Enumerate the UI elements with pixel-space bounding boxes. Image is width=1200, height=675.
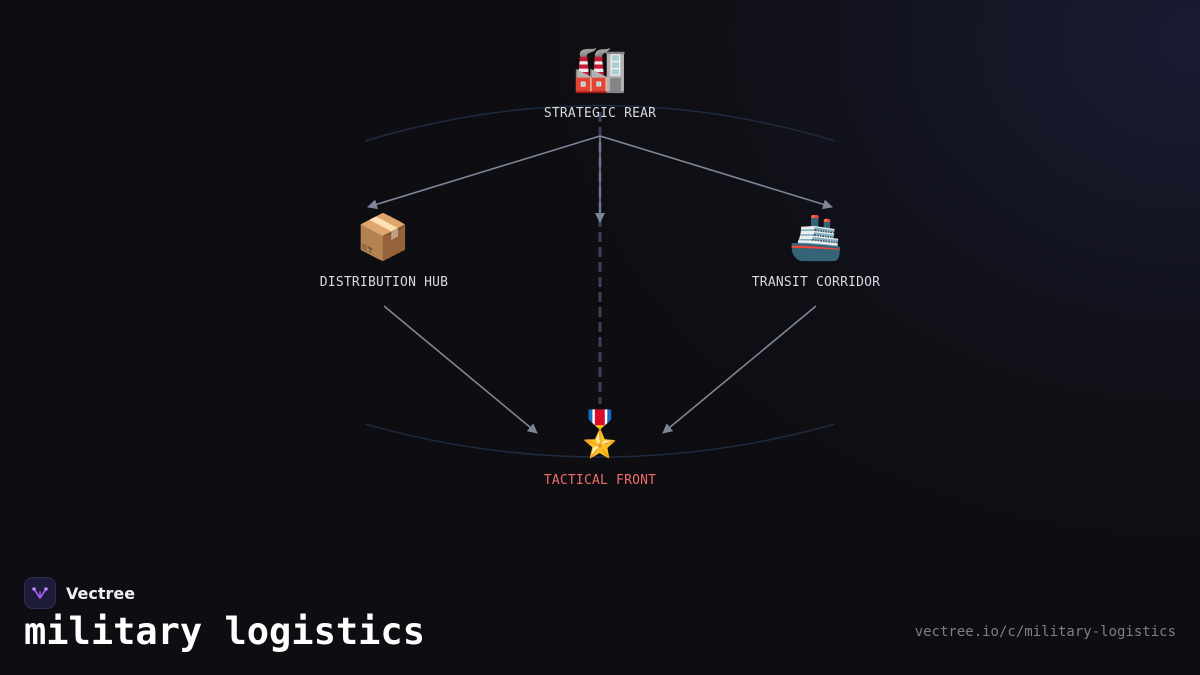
node-label-distribution-hub: DISTRIBUTION HUB (319, 275, 449, 290)
package-icon: 📦 (355, 212, 411, 263)
source-url[interactable]: vectree.io/c/military-logistics (914, 624, 1176, 640)
edge-distribution-hub-to-tactical-front (383, 305, 538, 434)
factory-icon: 🏭 (572, 44, 628, 95)
ship-icon: 🚢 (788, 212, 844, 263)
page-title: military logistics (24, 610, 425, 653)
edge-transit-corridor-to-tactical-front (662, 305, 817, 434)
brand-name: Vectree (66, 583, 136, 603)
lower-guide-arc (364, 423, 836, 458)
upper-guide-arc (364, 104, 836, 142)
node-label-strategic-rear: STRATEGIC REAR (543, 106, 657, 121)
medal-icon: 🎖️ (572, 409, 628, 460)
node-label-tactical-front: TACTICAL FRONT (543, 473, 657, 488)
edge-strategic-rear-to-transit-corridor (599, 135, 833, 210)
edge-strategic-rear-to-distribution-hub (367, 135, 601, 210)
node-label-transit-corridor: TRANSIT CORRIDOR (751, 275, 881, 290)
brand: Vectree (24, 577, 135, 609)
vectree-logo-icon (24, 577, 56, 609)
